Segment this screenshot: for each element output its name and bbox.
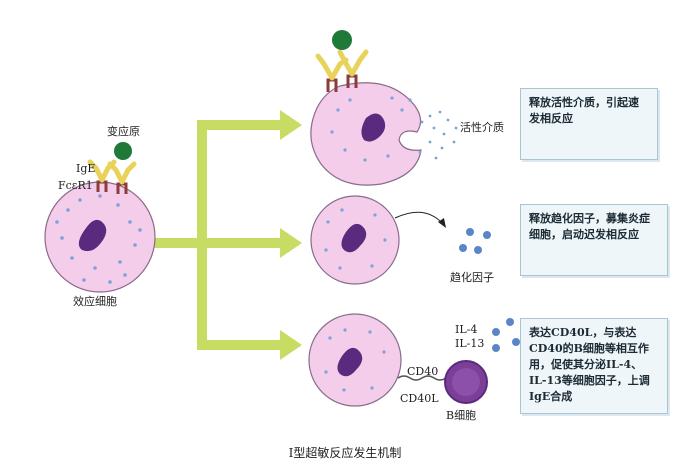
ige-label: IgE: [76, 162, 96, 175]
arrow-shaft-bottom: [207, 340, 282, 350]
il13-label: IL-13: [455, 337, 485, 350]
chemotactic-factors-label: 趋化因子: [450, 271, 494, 284]
arrow-head-middle: [280, 228, 302, 258]
figure-caption: Ⅰ型超敏反应发生机制: [288, 446, 402, 460]
arrow-head-top: [280, 110, 302, 140]
degranulating-cell-nucleus: [361, 113, 386, 142]
allergen-molecule: [114, 142, 132, 160]
outcome-box-late: 释放趋化因子，募集炎症细胞，启动迟发相反应: [520, 204, 668, 276]
outcome-box-immediate: 释放活性介质，引起速发相反应: [520, 88, 658, 160]
cd40l-cell-nucleus: [337, 347, 363, 377]
chemotactic-factors: [459, 228, 491, 254]
released-mediators: [418, 110, 458, 160]
effector-cell-nucleus: [78, 219, 107, 252]
degranulating-cell-granules: [330, 96, 412, 162]
chemotactic-cell-nucleus: [341, 223, 367, 253]
effector-cell-label: 效应细胞: [73, 295, 117, 308]
arrow-shaft-middle: [207, 238, 282, 248]
arrow-head-bottom: [280, 330, 302, 360]
arrow-stem-vertical: [197, 120, 207, 350]
fcer1-label: FcεR1: [58, 179, 93, 192]
cd40l-cell-granules: [324, 328, 386, 392]
chemotaxis-arrow: [394, 211, 444, 225]
cd40l-label: CD40L: [400, 392, 439, 405]
b-cell-label: B细胞: [446, 409, 477, 422]
b-cell-inner: [452, 368, 480, 396]
cd40l-cell: [308, 313, 520, 407]
top-cell-allergen: [332, 30, 352, 50]
chemotactic-cell: [310, 195, 491, 285]
active-mediators-label: 活性介质: [460, 121, 504, 134]
chemotaxis-arrowhead: [438, 218, 446, 228]
cd40-label: CD40: [407, 365, 439, 378]
cd40-cd40l-link: [397, 375, 447, 381]
ige-antibodies: [87, 159, 137, 185]
top-cell-ige: [315, 49, 369, 81]
outcome-box-cd40l: 表达CD40L，与表达CD40的B细胞等相互作用，促使其分泌IL-4、IL-13…: [520, 318, 668, 414]
pathway-arrows: [150, 110, 302, 360]
effector-cell: [44, 142, 156, 293]
effector-cell-granules: [55, 194, 142, 284]
chemotactic-cell-granules: [324, 208, 387, 270]
arrow-shaft-top: [207, 120, 282, 130]
cytokines: [492, 318, 520, 352]
arrow-stem-horizontal: [150, 238, 200, 248]
il4-label: IL-4: [455, 323, 478, 336]
degranulating-cell: [310, 30, 458, 186]
allergen-label: 变应原: [107, 125, 140, 138]
